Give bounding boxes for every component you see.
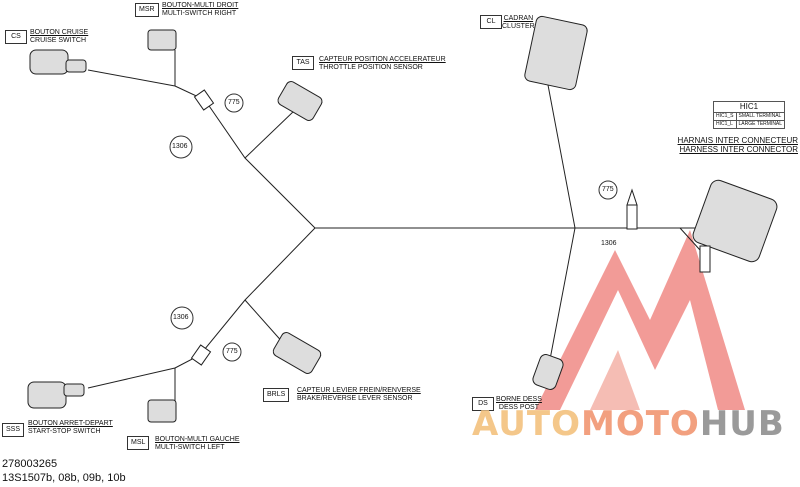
wire-harness — [87, 50, 701, 405]
ref-circle-1306-upper — [169, 135, 193, 159]
watermark-hub: HUB — [699, 404, 785, 444]
code-ds: DS — [472, 397, 494, 411]
harness-label-tag — [699, 245, 711, 273]
cluster-connector-icon — [524, 15, 588, 91]
ref-1306-lower: 1306 — [173, 314, 189, 321]
hic1-row-desc: SMALL TERMINAL — [735, 112, 786, 121]
label-msl-en: MULTI-SWITCH LEFT — [155, 444, 225, 451]
label-cs-en: CRUISE SWITCH — [30, 37, 86, 44]
upper-branch-wire — [174, 85, 316, 229]
label-brls-en: BRAKE/REVERSE LEVER SENSOR — [297, 395, 413, 402]
cruise-plug-icon — [65, 59, 87, 73]
tas-connector-icon — [277, 81, 323, 121]
label-harness: HARNAIS INTER CONNECTEUR HARNESS INTER C… — [678, 136, 798, 154]
label-cs: BOUTON CRUISE CRUISE SWITCH — [30, 29, 88, 45]
label-msr-en: MULTI-SWITCH RIGHT — [162, 10, 237, 17]
hic1-row-id: HIC1_L — [713, 120, 737, 129]
code-cl: CL — [480, 15, 502, 29]
label-tas-fr: CAPTEUR POSITION ACCELERATEUR — [319, 56, 446, 63]
label-brls: CAPTEUR LEVIER FREIN/RENVERSE BRAKE/REVE… — [297, 387, 421, 403]
label-cs-fr: BOUTON CRUISE — [30, 29, 89, 36]
code-msl: MSL — [127, 436, 150, 450]
harness-inter-connector-icon — [692, 179, 778, 263]
label-msl: BOUTON-MULTI GAUCHE MULTI-SWITCH LEFT — [155, 436, 240, 452]
code-cs: CS — [5, 30, 27, 44]
brls-wire — [244, 299, 286, 346]
cruise-switch-connector-icon — [29, 49, 69, 75]
watermark-text: AUTOMOTOHUB — [472, 404, 785, 444]
ref-775-upper: 775 — [228, 99, 240, 106]
ground-terminal — [626, 188, 638, 206]
ground-stud — [626, 204, 638, 230]
hic1-row-desc: LARGE TERMINAL — [735, 120, 786, 129]
watermark-auto: AUTO — [472, 404, 581, 444]
ref-1306-right: 1306 — [601, 240, 617, 247]
label-brls-fr: CAPTEUR LEVIER FREIN/RENVERSE — [297, 387, 421, 394]
code-brls: BRLS — [263, 388, 290, 402]
label-cl-fr: CADRAN — [503, 15, 534, 22]
label-cl-en: CLUSTER — [502, 23, 535, 30]
ref-1306-upper: 1306 — [172, 143, 188, 150]
watermark-moto: MOTO — [580, 404, 700, 444]
label-msl-fr: BOUTON-MULTI GAUCHE — [155, 436, 240, 443]
watermark-logo — [535, 230, 745, 410]
label-harness-fr: HARNAIS INTER CONNECTEUR — [677, 136, 798, 145]
harness-clip-lower — [190, 344, 212, 366]
harness-lead-wire — [679, 227, 701, 251]
label-tas-en: THROTTLE POSITION SENSOR — [319, 64, 423, 71]
hic1-table-title: HIC1 — [712, 101, 786, 113]
ref-circle-775-upper — [224, 93, 244, 113]
sss-plug-icon — [63, 383, 85, 397]
hic1-table: HIC1 HIC1_S SMALL TERMINAL HIC1_L LARGE … — [712, 101, 786, 129]
lower-branch-wire — [174, 227, 316, 369]
ref-circle-775-right — [598, 180, 618, 200]
label-tas: CAPTEUR POSITION ACCELERATEUR THROTTLE P… — [319, 56, 446, 72]
drawing-refs: 13S1507b, 08b, 09b, 10b — [2, 472, 126, 484]
cluster-dess-wire — [547, 84, 576, 371]
table-row: HIC1_L LARGE TERMINAL — [713, 120, 786, 129]
label-sss: BOUTON ARRET-DEPART START-STOP SWITCH — [28, 420, 113, 436]
hic1-row-id: HIC1_S — [713, 112, 737, 121]
label-cl: CADRAN CLUSTER — [502, 15, 535, 31]
part-number: 278003265 — [2, 458, 58, 470]
table-row: HIC1_S SMALL TERMINAL — [713, 112, 786, 121]
code-msr: MSR — [135, 3, 159, 17]
label-sss-fr: BOUTON ARRET-DEPART — [28, 420, 113, 427]
code-sss: SSS — [2, 423, 25, 437]
tas-wire — [244, 109, 296, 159]
ref-circle-775-lower — [222, 342, 242, 362]
sss-wire — [87, 367, 176, 389]
msl-connector-icon — [147, 399, 177, 423]
label-ds-fr: BORNE DESS — [496, 396, 542, 403]
label-harness-en: HARNESS INTER CONNECTOR — [679, 145, 798, 154]
dess-post-connector-icon — [532, 354, 564, 390]
ref-775-lower: 775 — [226, 348, 238, 355]
brls-connector-icon — [272, 332, 322, 374]
ref-775-right: 775 — [602, 186, 614, 193]
label-ds: BORNE DESS DESS POST — [496, 396, 542, 412]
code-tas: TAS — [292, 56, 314, 70]
cruise-wire — [87, 69, 176, 87]
label-msr: BOUTON-MULTI DROIT MULTI-SWITCH RIGHT — [162, 2, 238, 18]
harness-clip-upper — [193, 89, 215, 111]
label-msr-fr: BOUTON-MULTI DROIT — [162, 2, 239, 9]
label-sss-en: START-STOP SWITCH — [28, 428, 101, 435]
msr-connector-icon — [147, 29, 177, 51]
start-stop-switch-connector-icon — [27, 381, 67, 409]
ref-circle-1306-lower — [170, 306, 194, 330]
label-ds-en: DESS POST — [498, 404, 539, 411]
